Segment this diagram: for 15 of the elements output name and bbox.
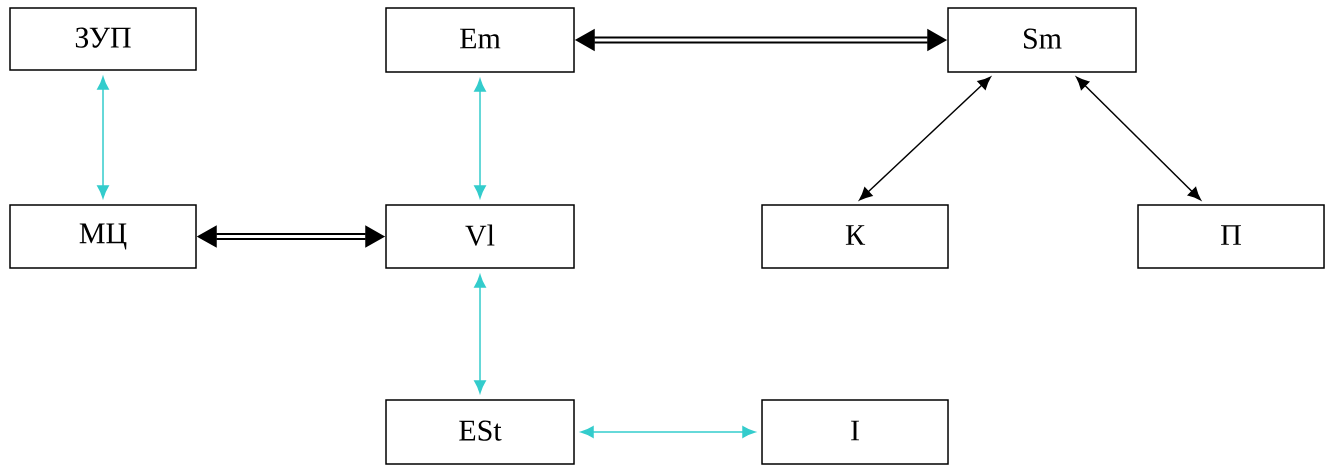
text-box: МЦ [9,204,197,269]
text-box: Sm [947,7,1137,73]
double-arrow [859,76,991,201]
double-arrow [474,78,486,199]
double-arrow [1076,76,1201,201]
double-arrow [580,426,756,438]
text-box: I [761,399,949,465]
text-box: К [761,204,949,269]
text-box: Em [385,7,575,73]
text-box: ЗУП [9,7,197,71]
double-arrow [97,76,109,199]
text-box: Vl [385,204,575,269]
text-box: П [1137,204,1325,269]
double-arrow [474,274,486,394]
text-box: ESt [385,399,575,465]
